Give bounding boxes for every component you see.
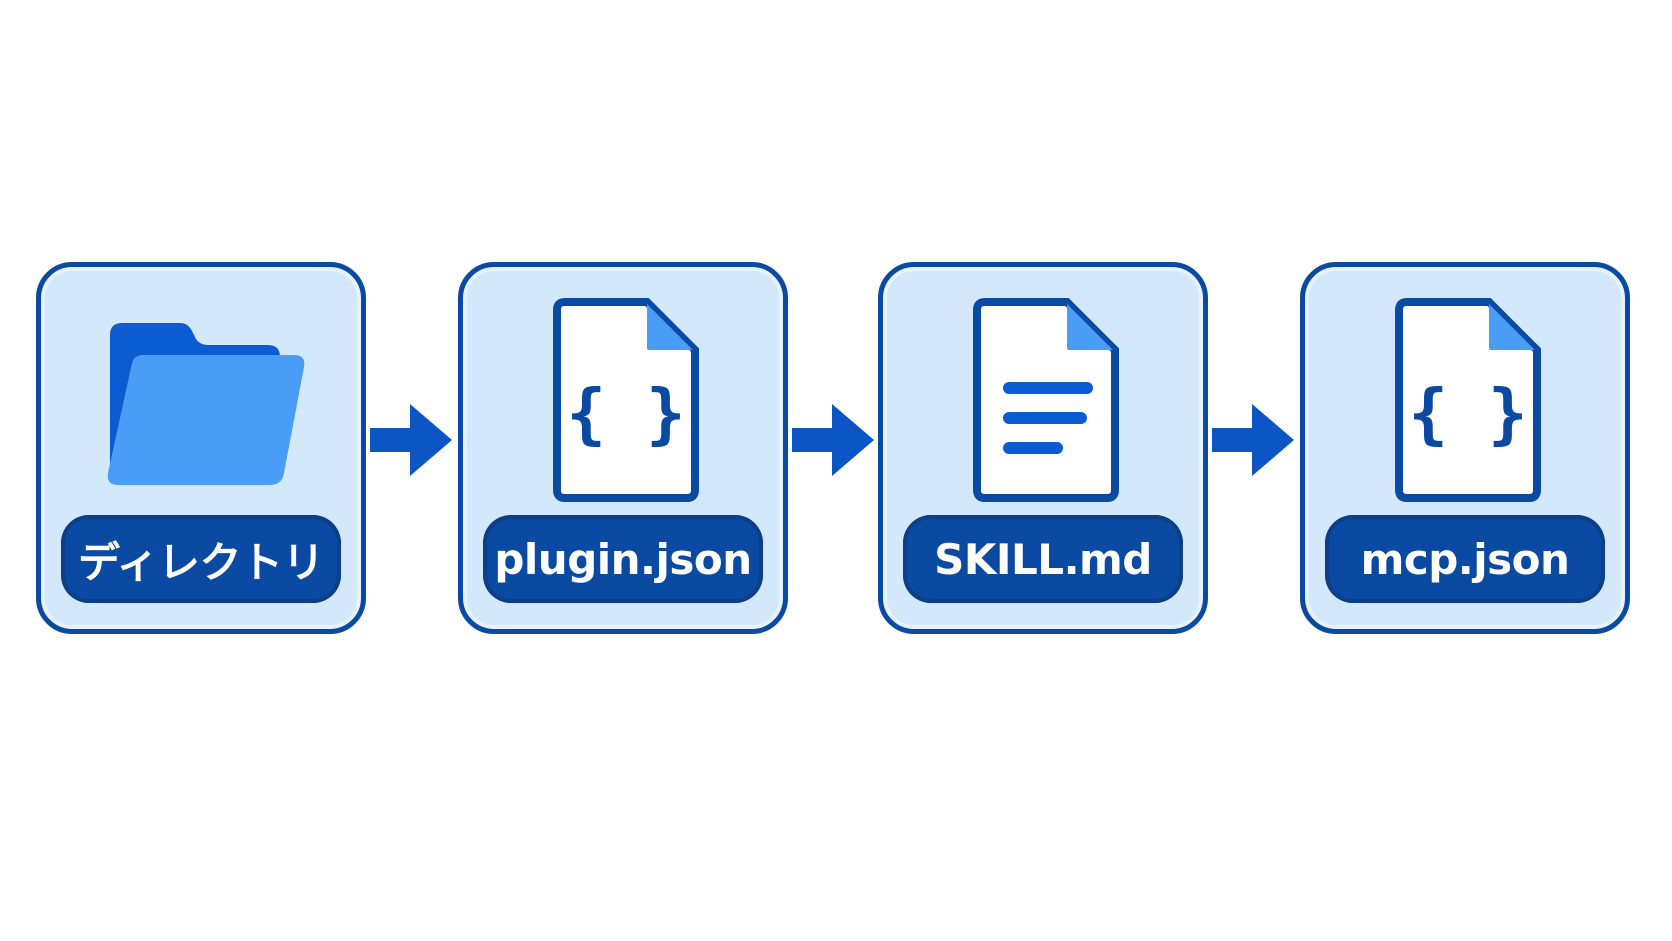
step-card-directory: ディレクトリ — [36, 262, 366, 634]
arrow-right-icon — [1212, 404, 1294, 476]
step-label: SKILL.md — [934, 534, 1152, 584]
json-file-icon: { } — [463, 295, 783, 505]
json-file-icon: { } — [1305, 295, 1625, 505]
step-card-mcp-json: { } mcp.json — [1300, 262, 1630, 634]
arrow-right-icon — [792, 404, 874, 476]
step-label: plugin.json — [494, 534, 752, 584]
svg-text:{ }: { } — [1408, 375, 1527, 452]
arrow-right-icon — [370, 404, 452, 476]
step-label: ディレクトリ — [77, 537, 325, 587]
step-label-pill: mcp.json — [1325, 515, 1605, 603]
step-card-skill-md: SKILL.md — [878, 262, 1208, 634]
svg-text:{ }: { } — [566, 375, 685, 452]
step-label-pill: plugin.json — [483, 515, 763, 603]
step-label-pill: SKILL.md — [903, 515, 1183, 603]
folder-icon — [41, 295, 361, 505]
text-document-icon — [883, 295, 1203, 505]
step-label: mcp.json — [1360, 534, 1570, 584]
step-label-pill: ディレクトリ — [61, 515, 341, 603]
step-card-plugin-json: { } plugin.json — [458, 262, 788, 634]
